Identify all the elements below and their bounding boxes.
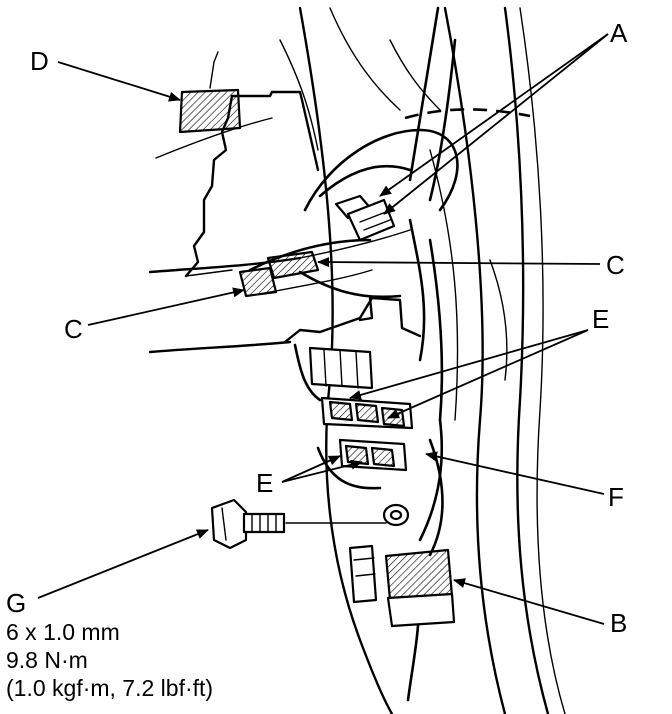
connector-b	[348, 544, 456, 628]
bolt-g	[210, 498, 410, 550]
callout-e-left: E	[256, 468, 273, 498]
callout-b: B	[610, 608, 627, 638]
callout-c-right: C	[606, 250, 625, 280]
connector-c	[238, 250, 320, 298]
bolt-size-text: 6 x 1.0 mm	[6, 619, 120, 645]
leader-lines	[37, 33, 609, 625]
callout-c-left: C	[64, 314, 83, 344]
callout-a: A	[610, 18, 628, 48]
callout-f: F	[608, 482, 624, 512]
callout-e-right: E	[592, 304, 609, 334]
callout-d: D	[30, 46, 49, 76]
bolt-torque-alt-text: (1.0 kgf·m, 7.2 lbf·ft)	[6, 675, 213, 701]
relay-block	[308, 346, 374, 390]
bolt-torque-text: 9.8 N·m	[6, 647, 88, 673]
connector-e-upper	[320, 396, 414, 430]
callout-g: G	[6, 588, 26, 618]
connector-d	[155, 51, 273, 159]
connector-a	[334, 194, 396, 242]
